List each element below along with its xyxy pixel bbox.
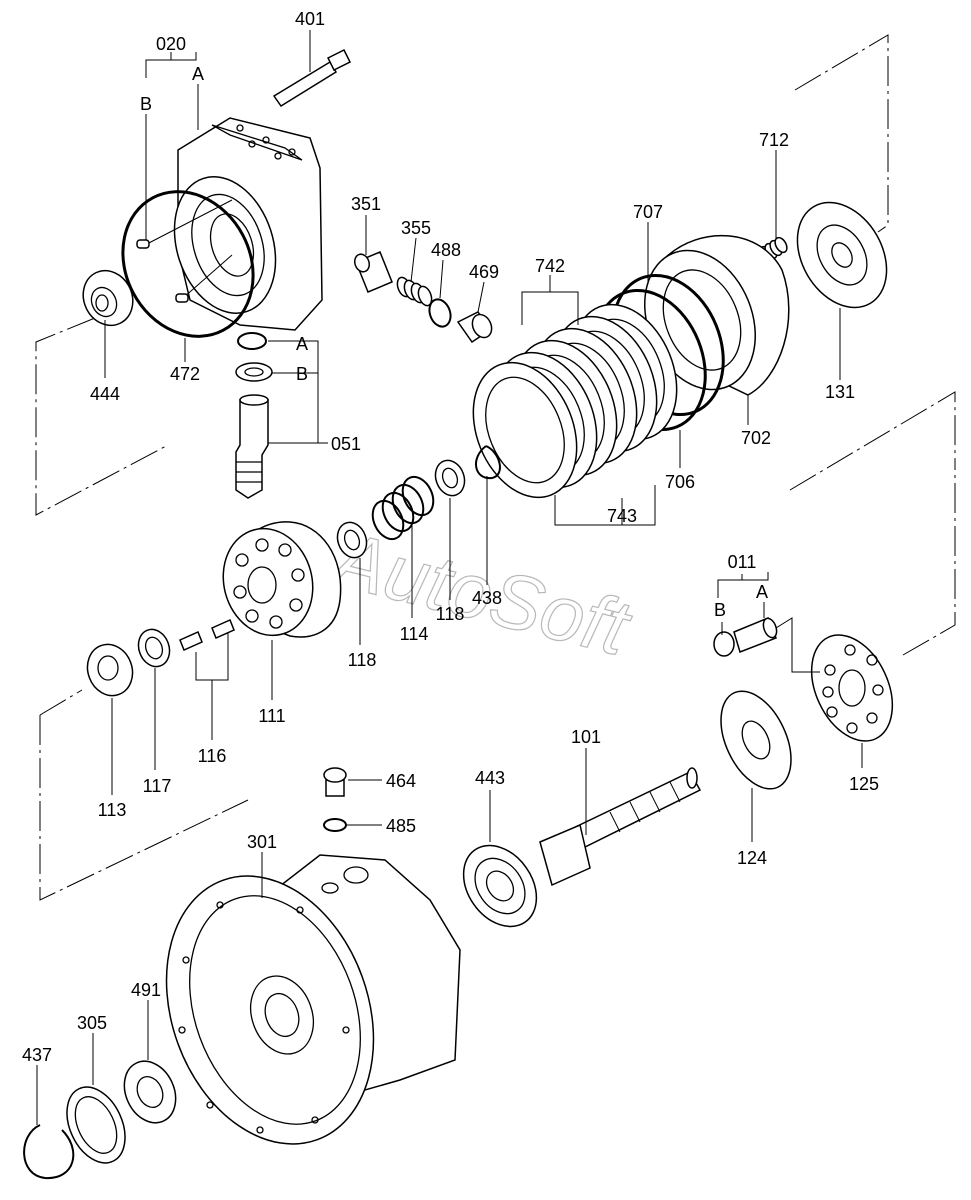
label-485: 485 [386, 816, 416, 836]
label-469: 469 [469, 262, 499, 282]
label-707: 707 [633, 202, 663, 222]
label-117: 117 [143, 776, 172, 796]
label-491: 491 [131, 980, 161, 1000]
o-ring-488 [428, 298, 452, 328]
label-131: 131 [825, 382, 855, 402]
cylinder-block-111 [222, 521, 342, 638]
bushing-113 [86, 643, 134, 697]
snap-ring-438 [475, 445, 501, 480]
casing-301 [165, 854, 461, 1145]
label-305: 305 [77, 1013, 107, 1033]
label-702: 702 [741, 428, 771, 448]
label-051-a: A [296, 334, 308, 354]
label-111: 111 [258, 706, 285, 726]
plug-469 [456, 311, 493, 344]
washer-117 [137, 628, 171, 668]
brake-piston-702 [644, 234, 790, 396]
label-114: 114 [400, 624, 429, 644]
label-301: 301 [247, 832, 277, 852]
label-464: 464 [386, 771, 416, 791]
bearing-443 [462, 844, 538, 928]
label-011-b: B [714, 600, 726, 620]
pins-020 [136, 199, 233, 303]
pins-116 [179, 618, 235, 652]
label-472: 472 [170, 364, 200, 384]
label-438: 438 [472, 588, 502, 608]
o-ring-472 [121, 190, 255, 338]
label-125: 125 [849, 774, 879, 794]
label-020: 020 [156, 34, 186, 54]
label-444: 444 [90, 384, 120, 404]
valve-plate-131 [796, 201, 888, 309]
plug-464 [323, 767, 347, 797]
bearing-444 [82, 269, 134, 327]
snap-ring-437 [23, 1124, 75, 1180]
label-743: 743 [607, 506, 637, 526]
washer-118-a [336, 521, 368, 559]
washer-118-b [434, 459, 466, 497]
piston-011 [713, 617, 778, 657]
label-118-a: 118 [348, 650, 377, 670]
callout-labels: 401 020 A B 351 355 488 469 712 707 742 … [22, 9, 879, 1065]
o-ring-485 [323, 818, 347, 832]
spring-355 [396, 276, 433, 307]
label-118-b: 118 [436, 604, 465, 624]
spring-114 [371, 475, 435, 541]
label-706: 706 [665, 472, 695, 492]
label-116: 116 [198, 746, 227, 766]
label-712: 712 [759, 130, 789, 150]
label-011: 011 [728, 552, 757, 572]
label-113: 113 [98, 800, 127, 820]
leader-lines [36, 30, 863, 1125]
label-101: 101 [571, 727, 601, 747]
alignment-lines [35, 34, 956, 901]
label-020-a: A [192, 64, 204, 84]
label-488: 488 [431, 240, 461, 260]
label-437: 437 [22, 1045, 52, 1065]
ring-051-a [237, 332, 267, 350]
label-020-b: B [140, 94, 152, 114]
label-011-a: A [756, 582, 768, 602]
label-742: 742 [535, 256, 565, 276]
swash-plate-124 [720, 690, 792, 790]
retainer-plate-125 [810, 634, 894, 742]
label-051-b: B [296, 364, 308, 384]
plunger-351 [353, 251, 393, 293]
shaft-051 [235, 394, 269, 499]
label-351: 351 [351, 194, 381, 214]
label-051: 051 [331, 434, 361, 454]
valve-housing-020 [173, 117, 323, 331]
ring-305 [66, 1086, 126, 1164]
label-401: 401 [295, 9, 325, 29]
bolt-401 [272, 48, 352, 108]
label-355: 355 [401, 218, 431, 238]
seal-491 [123, 1060, 177, 1124]
ring-051-b [235, 362, 273, 382]
label-443: 443 [475, 768, 505, 788]
label-124: 124 [737, 848, 767, 868]
shaft-101 [539, 767, 702, 887]
